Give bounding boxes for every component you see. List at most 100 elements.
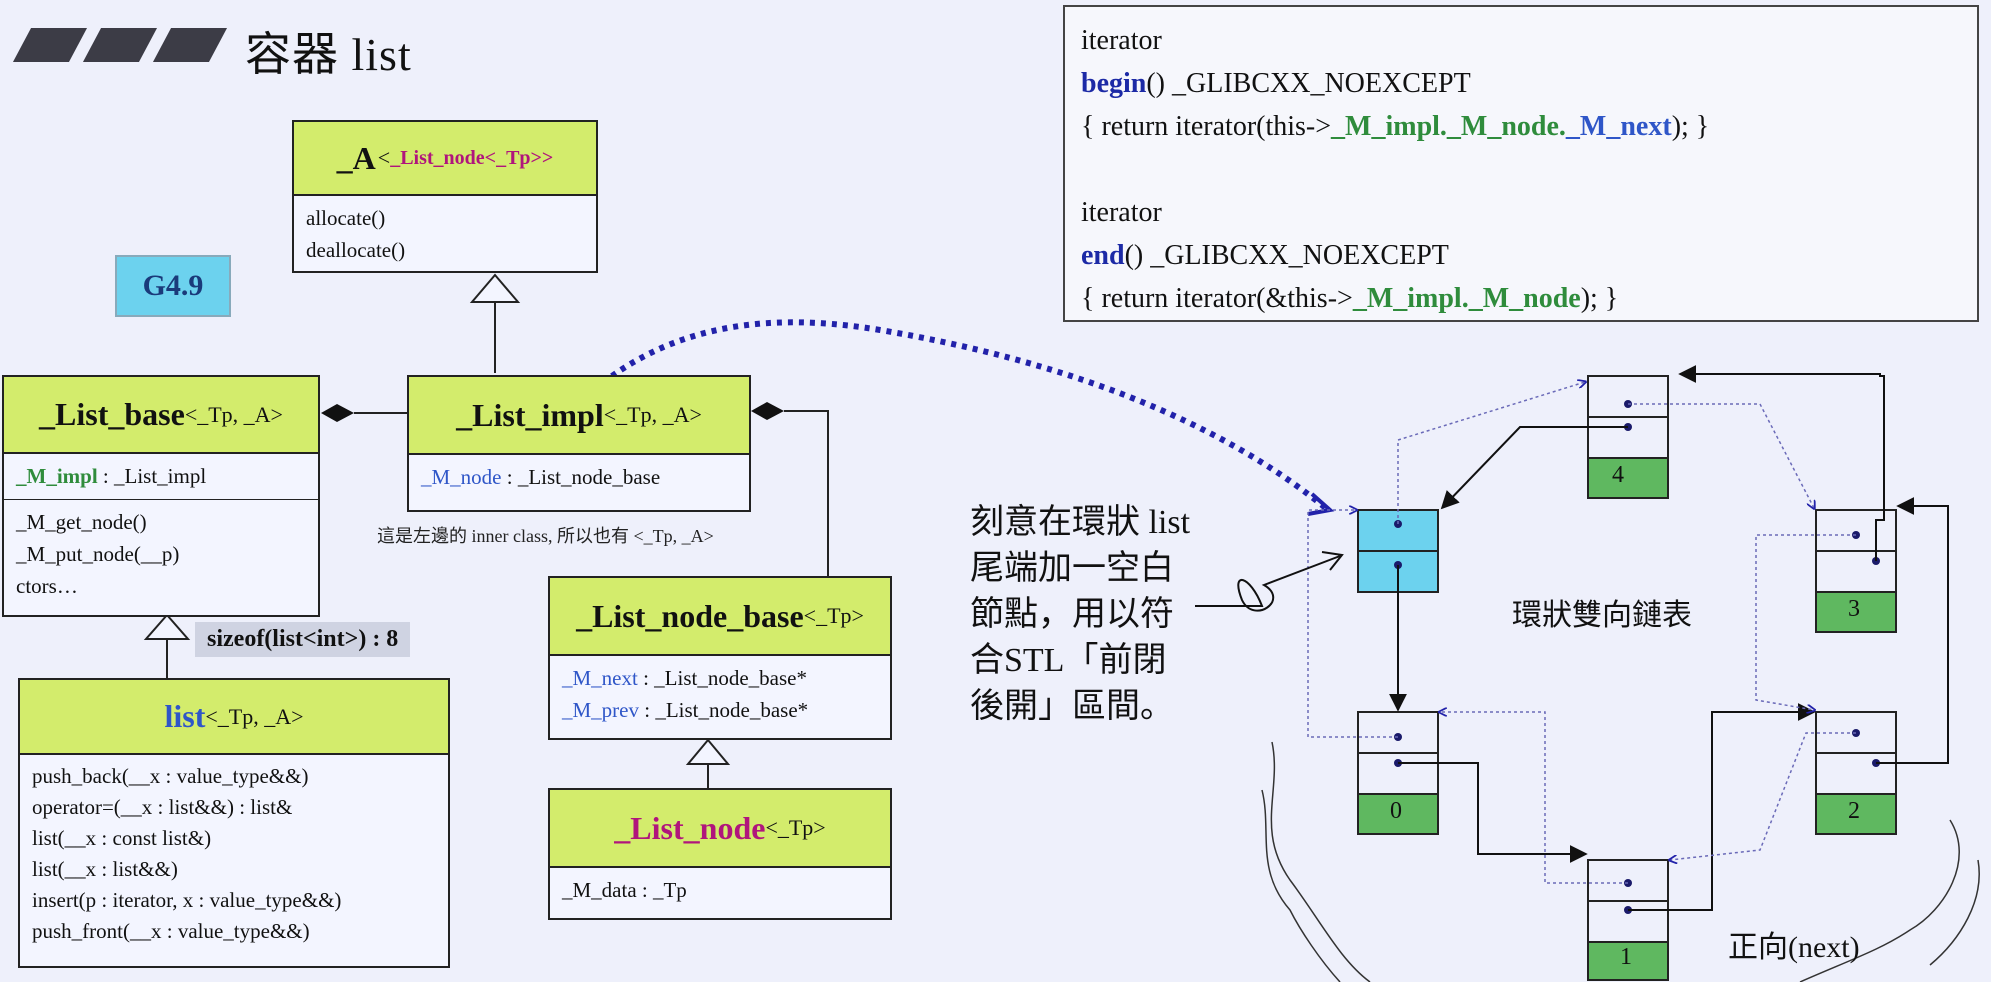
end-body-post: ); } [1580, 283, 1619, 314]
class-list-template: <_Tp, _A> [205, 703, 304, 729]
class-list-node-header: _List_node<_Tp> [550, 790, 890, 868]
begin-sig-rest: () _GLIBCXX_NOEXCEPT [1146, 68, 1471, 99]
end-signature: end() _GLIBCXX_NOEXCEPT [1081, 234, 1961, 277]
begin-body-impl: _M_impl. [1331, 111, 1447, 142]
begin-body-post: ); } [1671, 111, 1710, 142]
empty-node-note-line-2: 尾端加一空白 [970, 550, 1174, 587]
class-list-name: list [164, 698, 206, 734]
class-list-node: _List_node<_Tp> _M_data : _Tp [548, 788, 892, 920]
method-push-front: push_front(__x : value_type&&) [32, 919, 310, 943]
m-node-pointer-curve [517, 319, 1330, 513]
member-m-next-type: : _List_node_base* [637, 666, 807, 690]
method-operator-assign: operator=(__x : list&&) : list& [32, 795, 293, 819]
forward-direction-label: 正向(next) [1728, 931, 1860, 964]
ring-node-1 [1587, 859, 1669, 981]
empty-node-note-line-5: 後開」區間。 [970, 688, 1174, 725]
method-move-ctor: list(__x : list&&) [32, 857, 178, 881]
begin-keyword: begin [1081, 68, 1147, 99]
class-list-impl-members: _M_node : _List_node_base [409, 455, 749, 499]
method-put-node: _M_put_node(__p) [16, 542, 180, 566]
method-get-node: _M_get_node() [16, 510, 147, 534]
inherit-triangle-node [685, 738, 731, 765]
class-list-header: list<_Tp, _A> [20, 680, 448, 755]
class-list-base-template: <_Tp, _A> [184, 401, 283, 427]
member-m-impl: _M_impl [16, 464, 98, 488]
ring-prev-links [1307, 382, 1856, 884]
ring-node-2-label: 2 [1848, 798, 1860, 824]
member-m-node-type: : _List_node_base [501, 465, 661, 489]
iterator-code-box: iterator begin() _GLIBCXX_NOEXCEPT { ret… [1063, 5, 1979, 322]
page-title: 容器 list [245, 29, 412, 80]
member-m-node: _M_node [421, 465, 502, 489]
class-allocator-template: _List_node<_Tp>> [390, 146, 554, 169]
class-list-base-name: _List_base [39, 396, 185, 432]
end-body-node: _M_node [1468, 283, 1581, 314]
end-return-type: iterator [1081, 197, 1162, 228]
empty-node-note-line-4: 合STL「前閉 [970, 642, 1167, 679]
member-m-prev-type: : _List_node_base* [639, 698, 809, 722]
end-body: { return iterator(&this->_M_impl._M_node… [1081, 277, 1961, 320]
inner-class-note: 這是左邊的 inner class, 所以也有 <_Tp, _A> [377, 526, 714, 546]
m-node-pointer-arrowhead [1307, 492, 1335, 516]
end-keyword: end [1081, 240, 1125, 271]
class-list-node-base-members: _M_next : _List_node_base* _M_prev : _Li… [550, 656, 890, 732]
ring-node-3 [1815, 509, 1897, 633]
member-m-impl-type: : _List_impl [97, 464, 207, 488]
member-m-data: _M_data : _Tp [562, 878, 687, 902]
class-allocator-header: _A<_List_node<_Tp>> [294, 122, 596, 196]
method-push-back: push_back(__x : value_type&&) [32, 764, 309, 788]
class-list-impl-header: _List_impl<_Tp, _A> [409, 377, 749, 455]
class-list-impl-name: _List_impl [456, 396, 604, 433]
end-body-pre: { return iterator(&this-> [1081, 283, 1353, 314]
ring-node-4-label: 4 [1612, 462, 1624, 488]
member-m-prev: _M_prev [562, 698, 639, 722]
ring-node-0-label: 0 [1390, 798, 1402, 824]
inherit-triangle-list [143, 613, 191, 640]
class-list-base-methods: _M_get_node() _M_put_node(__p) ctors… [4, 500, 318, 608]
class-list-impl: _List_impl<_Tp, _A> _M_node : _List_node… [407, 375, 751, 512]
class-list-node-base-header: _List_node_base<_Tp> [550, 578, 890, 656]
begin-return-type: iterator [1081, 25, 1162, 56]
method-allocate: allocate() [306, 206, 386, 230]
method-copy-ctor: list(__x : const list&) [32, 826, 212, 850]
class-list-node-name: _List_node [614, 809, 766, 846]
class-list-impl-template: <_Tp, _A> [603, 402, 702, 427]
note-pointer [1195, 555, 1341, 612]
begin-body-pre: { return iterator(this-> [1081, 111, 1332, 142]
version-badge: G4.9 [115, 255, 231, 317]
class-list-node-members: _M_data : _Tp [550, 868, 890, 912]
end-body-impl: _M_impl. [1352, 283, 1469, 314]
composition-diamond-base [321, 404, 354, 422]
class-list-base-header: _List_base<_Tp, _A> [4, 377, 318, 454]
sizeof-note: sizeof(list<int>) : 8 [195, 622, 411, 657]
class-allocator-methods: allocate() deallocate() [294, 196, 596, 272]
ring-node-2 [1815, 711, 1897, 835]
ring-node-4 [1587, 375, 1669, 499]
class-list-node-base-template: <_Tp> [803, 603, 864, 628]
class-list-node-template: <_Tp> [765, 815, 826, 840]
empty-node-note: 刻意在環狀 list 尾端加一空白 節點，用以符 合STL「前閉 後開」區間。 [970, 500, 1190, 730]
class-list-node-base-name: _List_node_base [576, 597, 804, 634]
class-list-base: _List_base<_Tp, _A> _M_impl : _List_impl… [2, 375, 320, 617]
class-allocator-name: _A [336, 139, 376, 176]
method-insert: insert(p : iterator, x : value_type&&) [32, 888, 342, 912]
member-m-next: _M_next [562, 666, 638, 690]
ring-next-links [1389, 365, 1949, 911]
empty-node-note-line-1: 刻意在環狀 list [970, 504, 1191, 541]
class-list-methods: push_back(__x : value_type&&) operator=(… [20, 755, 448, 953]
class-list-node-base: _List_node_base<_Tp> _M_next : _List_nod… [548, 576, 892, 740]
method-ctors: ctors… [16, 574, 78, 598]
composition-diamond-impl [751, 402, 784, 420]
ring-node-3-label: 3 [1848, 596, 1860, 622]
ring-node-1-label: 1 [1620, 944, 1632, 970]
begin-body-next: _M_next [1565, 111, 1672, 142]
ring-node-0 [1357, 711, 1439, 835]
begin-body-node: _M_node. [1446, 111, 1566, 142]
end-sig-rest: () _GLIBCXX_NOEXCEPT [1124, 240, 1449, 271]
begin-body: { return iterator(this->_M_impl._M_node.… [1081, 105, 1961, 148]
begin-signature: begin() _GLIBCXX_NOEXCEPT [1081, 62, 1961, 105]
class-allocator: _A<_List_node<_Tp>> allocate() deallocat… [292, 120, 598, 273]
method-deallocate: deallocate() [306, 238, 406, 262]
ring-list-label: 環狀雙向鏈表 [1512, 599, 1692, 632]
